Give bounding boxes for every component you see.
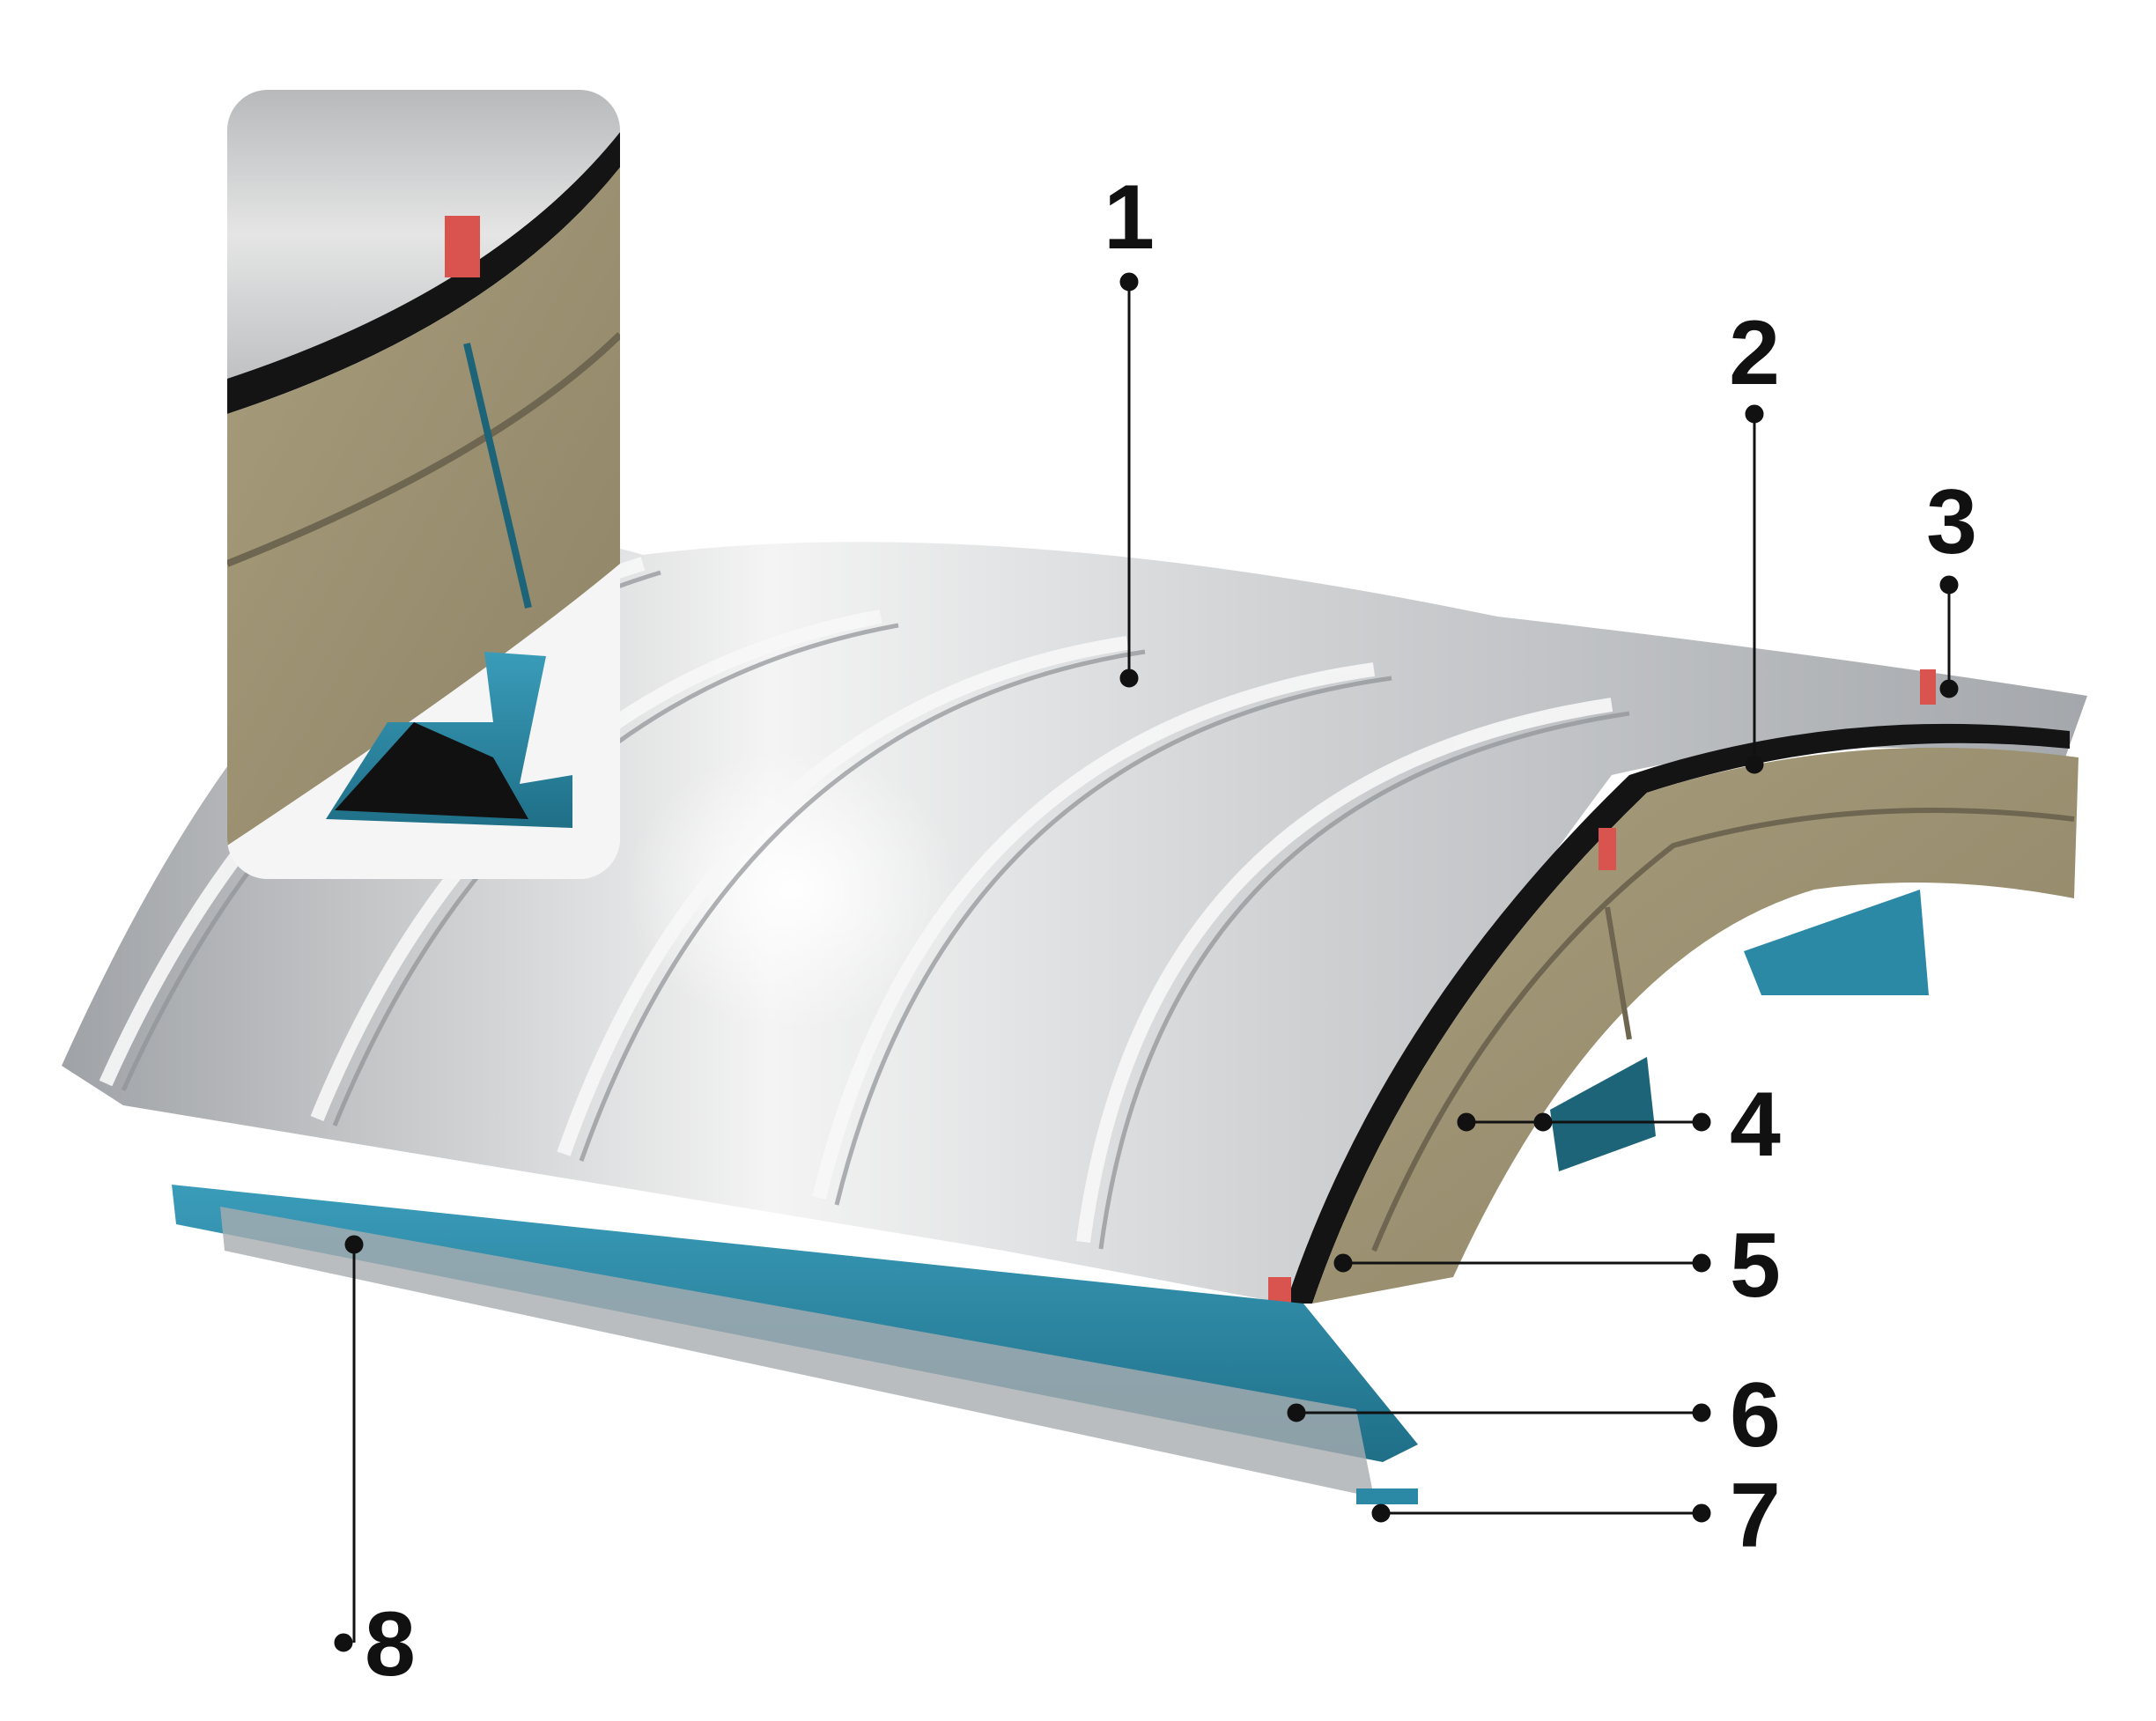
- callout-labels: 1 2 3 4 5 6 7 8: [365, 166, 1977, 1695]
- rear-purlin: [1550, 1057, 1656, 1171]
- inset-purlin-shadow: [335, 722, 528, 819]
- metal-highlight: [625, 749, 960, 1030]
- callout-leaders: [334, 272, 1959, 1652]
- inset-closeup: [227, 90, 620, 879]
- callout-3: 3: [1926, 471, 1977, 573]
- clip-red: [1920, 669, 1936, 705]
- inset-insulation: [227, 167, 620, 846]
- callout-1: 1: [1104, 166, 1155, 269]
- inset-membrane: [227, 132, 620, 414]
- clip-red: [1599, 828, 1616, 870]
- callout-8: 8: [365, 1593, 416, 1695]
- inset-seam: [463, 343, 532, 609]
- membrane-layer: [1286, 723, 2070, 1304]
- callout-6: 6: [1730, 1364, 1781, 1466]
- front-purlin-flange: [220, 1207, 1374, 1497]
- inset-metal-sheet: [227, 90, 620, 379]
- callout-4: 4: [1730, 1074, 1781, 1176]
- bottom-flange: [1356, 1488, 1418, 1504]
- insulation-joints: [1371, 808, 2075, 1252]
- callout-2: 2: [1729, 302, 1780, 404]
- inset-joint: [227, 332, 620, 567]
- rear-purlin: [1744, 890, 1929, 995]
- inset-clip-red: [445, 216, 480, 277]
- callout-5: 5: [1730, 1215, 1781, 1317]
- callout-7: 7: [1730, 1465, 1781, 1567]
- insulation-layer: [1312, 747, 2078, 1304]
